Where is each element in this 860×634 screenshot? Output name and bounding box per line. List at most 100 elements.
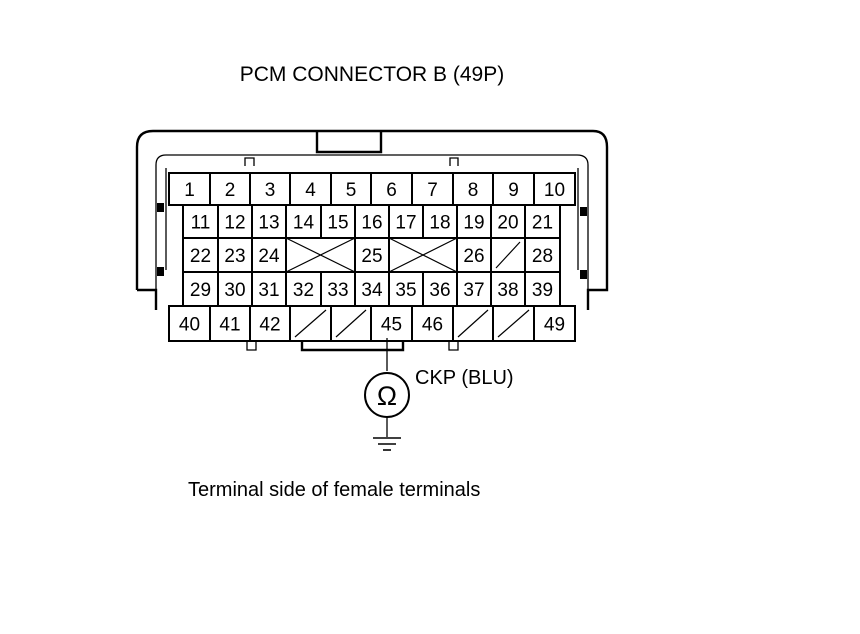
pin-number: 30: [224, 280, 245, 301]
pin-cell: 13: [251, 204, 287, 239]
pin-cell: 42: [249, 305, 291, 342]
pin-number: 1: [184, 180, 195, 201]
pin-number: 40: [179, 315, 200, 336]
pin-number: 35: [395, 280, 416, 301]
pin-number: 39: [532, 280, 553, 301]
pin-number: 17: [395, 213, 416, 234]
diagram-title: PCM CONNECTOR B (49P): [240, 63, 504, 86]
pin-cell: 4: [289, 172, 332, 206]
pin-cell: 29: [182, 271, 219, 307]
ground-icon: [373, 437, 401, 451]
pin-number: 49: [544, 315, 565, 336]
pin-cell: 6: [370, 172, 413, 206]
pin-number: 19: [463, 213, 484, 234]
pin-number: 20: [497, 213, 518, 234]
pin-cell: 11: [182, 204, 219, 239]
pin-cell: 17: [388, 204, 424, 239]
pin-number: 14: [293, 213, 315, 234]
pin-cell: 31: [251, 271, 287, 307]
pin-cell: 39: [524, 271, 561, 307]
pin-cell: 12: [217, 204, 253, 239]
diagram-caption: Terminal side of female terminals: [188, 479, 480, 501]
pin-cell: 16: [354, 204, 390, 239]
pin-number: 29: [190, 280, 211, 301]
pin-number: 38: [497, 280, 518, 301]
pin-cell: 9: [492, 172, 535, 206]
pin-number: 23: [224, 246, 245, 267]
pin-cell: 14: [285, 204, 322, 239]
pin-cell: 34: [354, 271, 390, 307]
pin-number: 6: [386, 180, 397, 201]
pin-number: 3: [265, 180, 276, 201]
pin-cell: 3: [249, 172, 291, 206]
pin-number: 34: [361, 280, 383, 301]
pin-cell: 21: [524, 204, 561, 239]
pin-number: 4: [305, 180, 316, 201]
pin-number: 45: [381, 315, 402, 336]
pin-cell: 19: [456, 204, 492, 239]
pin-cell: 22: [182, 237, 219, 273]
pin-cell: 45: [370, 305, 413, 342]
unused-cavity-slash: [289, 305, 332, 342]
pin-number: 12: [224, 213, 245, 234]
pin-number: 7: [427, 180, 438, 201]
pin-number: 11: [191, 213, 211, 234]
pin-number: 41: [219, 315, 240, 336]
unused-cavity-cross: [285, 237, 356, 273]
pin-number: 46: [422, 315, 443, 336]
pin-number: 36: [429, 280, 450, 301]
pin-cell: 20: [490, 204, 526, 239]
pin-cell: 35: [388, 271, 424, 307]
pin-cell: 32: [285, 271, 322, 307]
pin-cell: 46: [411, 305, 454, 342]
pin-number: 2: [225, 180, 236, 201]
pin-cell: 8: [452, 172, 494, 206]
pin-number: 9: [508, 180, 519, 201]
pin-cell: 40: [168, 305, 211, 342]
pin-cell: 1: [168, 172, 211, 206]
pin-number: 33: [327, 280, 348, 301]
meter-circuit: Ω CKP (BLU): [364, 338, 514, 451]
pin-number: 28: [532, 246, 553, 267]
pin-cell: 7: [411, 172, 454, 206]
pin-cell: 18: [422, 204, 458, 239]
pin-cell: 28: [524, 237, 561, 273]
pin-number: 15: [327, 213, 348, 234]
pin-cell: 33: [320, 271, 356, 307]
pin-number: 37: [463, 280, 484, 301]
pin-cell: 25: [354, 237, 390, 273]
connector-shell: [135, 129, 609, 352]
pin-number: 16: [361, 213, 382, 234]
pin-cell: 30: [217, 271, 253, 307]
unused-cavity-slash: [490, 237, 526, 273]
pin-number: 13: [258, 213, 279, 234]
pin-number: 5: [346, 180, 357, 201]
unused-cavity-slash: [452, 305, 494, 342]
pin-number: 24: [258, 246, 280, 267]
pin-number: 22: [190, 246, 211, 267]
pin-cell: 15: [320, 204, 356, 239]
unused-cavity-slash: [492, 305, 535, 342]
pin-number: 31: [258, 280, 279, 301]
pin-cell: 24: [251, 237, 287, 273]
pin-number: 25: [361, 246, 382, 267]
pin-cell: 26: [456, 237, 492, 273]
pin-cell: 37: [456, 271, 492, 307]
probe-label: CKP (BLU): [415, 367, 514, 389]
unused-cavity-slash: [330, 305, 372, 342]
pin-number: 26: [463, 246, 484, 267]
unused-cavity-cross: [388, 237, 458, 273]
pin-cell: 41: [209, 305, 251, 342]
pin-number: 42: [259, 315, 280, 336]
pin-number: 21: [532, 213, 553, 234]
pin-cell: 38: [490, 271, 526, 307]
pin-cell: 49: [533, 305, 576, 342]
pin-number: 32: [293, 280, 314, 301]
pin-cell: 10: [533, 172, 576, 206]
pin-cell: 2: [209, 172, 251, 206]
pin-cell: 23: [217, 237, 253, 273]
pin-number: 8: [468, 180, 479, 201]
pin-number: 18: [429, 213, 450, 234]
